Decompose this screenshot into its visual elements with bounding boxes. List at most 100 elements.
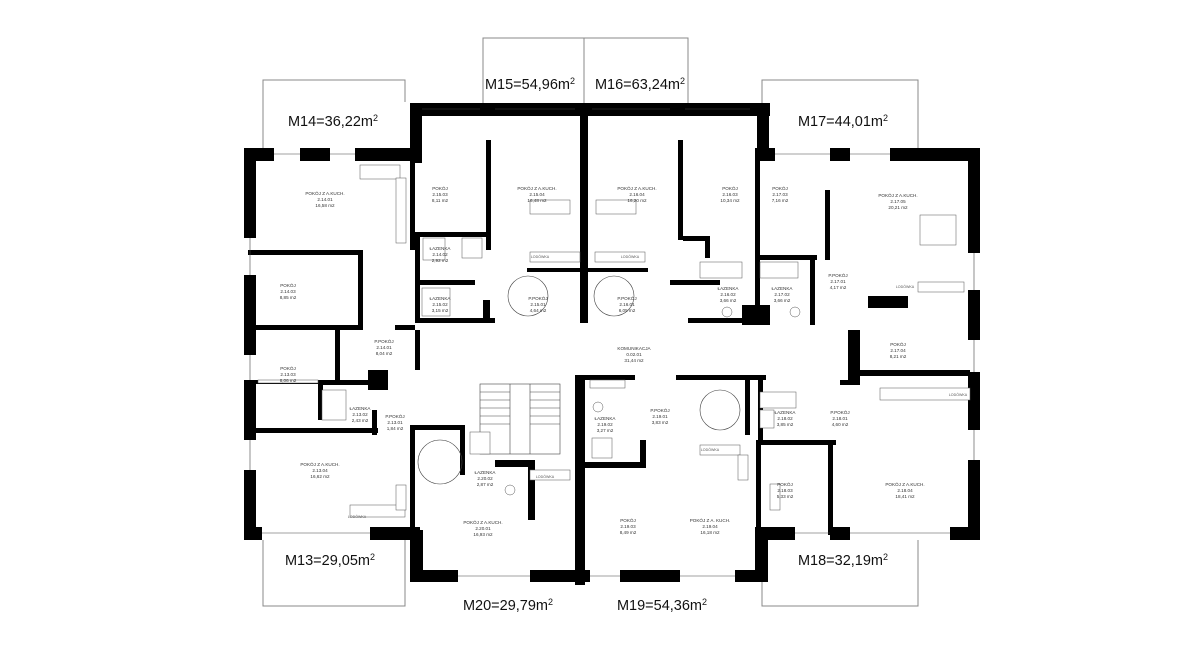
svg-text:3,85 m2: 3,85 m2	[777, 422, 794, 427]
svg-text:4,17 m2: 4,17 m2	[830, 285, 847, 290]
svg-text:ŁAZENKA: ŁAZENKA	[350, 406, 372, 411]
svg-text:2.14.02: 2.14.02	[432, 252, 448, 257]
svg-text:2.13.03: 2.13.03	[280, 372, 296, 377]
svg-text:LODÓWKA: LODÓWKA	[348, 514, 367, 519]
svg-text:2.16.02: 2.16.02	[720, 292, 736, 297]
svg-text:POKÓJ: POKÓJ	[777, 481, 793, 487]
svg-text:ŁAZENKA: ŁAZENKA	[430, 246, 452, 251]
unit-label-m13: M13=29,05m2	[285, 552, 375, 569]
unit-label-m18: M18=32,19m2	[798, 552, 888, 569]
svg-text:2.16.03: 2.16.03	[722, 192, 738, 197]
svg-text:18,41 m2: 18,41 m2	[895, 494, 915, 499]
svg-text:2.19.01: 2.19.01	[652, 414, 668, 419]
svg-text:7,16 m2: 7,16 m2	[772, 198, 789, 203]
svg-text:2,43 m2: 2,43 m2	[352, 418, 369, 423]
balcony-m18	[761, 540, 919, 607]
svg-text:P.POKÓJ: P.POKÓJ	[650, 407, 669, 413]
unit-label-m14: M14=36,22m2	[288, 113, 378, 130]
svg-text:ŁAZENKA: ŁAZENKA	[430, 296, 452, 301]
svg-text:LODÓWKA: LODÓWKA	[896, 284, 915, 289]
svg-text:6,05 m2: 6,05 m2	[619, 308, 636, 313]
svg-text:2.19.03: 2.19.03	[620, 524, 636, 529]
svg-text:2.15.01: 2.15.01	[530, 302, 546, 307]
svg-text:ŁAZENKA: ŁAZENKA	[595, 416, 617, 421]
svg-text:2,87 m2: 2,87 m2	[477, 482, 494, 487]
svg-text:2.17.04: 2.17.04	[890, 348, 906, 353]
svg-text:2.16.04: 2.16.04	[629, 192, 645, 197]
svg-text:2.13.04: 2.13.04	[312, 468, 328, 473]
svg-text:POKÓJ Z A.KUCH.: POKÓJ Z A.KUCH.	[617, 185, 656, 191]
svg-text:P.POKÓJ: P.POKÓJ	[828, 272, 847, 278]
svg-text:2.14.01: 2.14.01	[376, 345, 392, 350]
svg-text:5,33 m2: 5,33 m2	[777, 494, 794, 499]
svg-text:P.POKÓJ: P.POKÓJ	[528, 295, 547, 301]
stairs-main	[479, 383, 561, 455]
svg-text:LODÓWKA: LODÓWKA	[536, 474, 555, 479]
svg-text:4,60 m2: 4,60 m2	[832, 422, 849, 427]
svg-text:4,64 m2: 4,64 m2	[530, 308, 547, 313]
svg-text:2.16.01: 2.16.01	[619, 302, 635, 307]
svg-text:2.17.02: 2.17.02	[774, 292, 790, 297]
bath-fixtures	[321, 237, 801, 496]
svg-text:2.13.01: 2.13.01	[387, 420, 403, 425]
balcony-m13	[262, 540, 406, 607]
svg-text:POKÓJ: POKÓJ	[722, 185, 738, 191]
svg-text:3,27 m2: 3,27 m2	[597, 428, 614, 433]
unit-label-m16: M16=63,24m2	[595, 76, 685, 93]
svg-text:POKÓJ: POKÓJ	[620, 517, 636, 523]
svg-text:2.18.01: 2.18.01	[832, 416, 848, 421]
svg-text:POKÓJ Z A.KUCH.: POKÓJ Z A.KUCH.	[300, 461, 339, 467]
svg-text:16,62 m2: 16,62 m2	[310, 474, 330, 479]
balcony-m14	[262, 79, 406, 150]
svg-text:P.POKÓJ: P.POKÓJ	[374, 338, 393, 344]
unit-label-m19: M19=54,36m2	[617, 597, 707, 614]
svg-text:2.14.01: 2.14.01	[317, 197, 333, 202]
svg-text:31,44 m2: 31,44 m2	[624, 358, 644, 363]
svg-text:8,49 m2: 8,49 m2	[620, 530, 637, 535]
svg-text:POKÓJ: POKÓJ	[280, 365, 296, 371]
svg-text:3,15 m2: 3,15 m2	[432, 308, 449, 313]
svg-text:2.13.02: 2.13.02	[352, 412, 368, 417]
svg-text:8,06 m2: 8,06 m2	[280, 378, 297, 383]
svg-text:2.14.03: 2.14.03	[280, 289, 296, 294]
svg-text:P.POKÓJ: P.POKÓJ	[385, 413, 404, 419]
svg-text:3,66 m2: 3,66 m2	[774, 298, 791, 303]
fridge-tags: LODÓWKA LODÓWKA LODÓWKA LODÓWKA LODÓWKA …	[348, 254, 968, 519]
svg-text:8,11 m2: 8,11 m2	[432, 198, 449, 203]
svg-text:ŁAZENKA: ŁAZENKA	[775, 410, 797, 415]
svg-text:3,66 m2: 3,66 m2	[720, 298, 737, 303]
svg-text:POKÓJ Z A.KUCH.: POKÓJ Z A.KUCH.	[463, 519, 502, 525]
svg-text:2.18.03: 2.18.03	[777, 488, 793, 493]
svg-text:POKÓJ Z A.KUCH.: POKÓJ Z A.KUCH.	[885, 481, 924, 487]
svg-text:2.17.03: 2.17.03	[772, 192, 788, 197]
svg-text:POKÓJ: POKÓJ	[280, 282, 296, 288]
svg-text:POKÓJ Z A.KUCH.: POKÓJ Z A.KUCH.	[878, 192, 917, 198]
svg-text:POKÓJ Z A. KUCH.: POKÓJ Z A. KUCH.	[690, 517, 731, 523]
unit-label-m15: M15=54,96m2	[485, 76, 575, 93]
svg-text:2.15.04: 2.15.04	[529, 192, 545, 197]
